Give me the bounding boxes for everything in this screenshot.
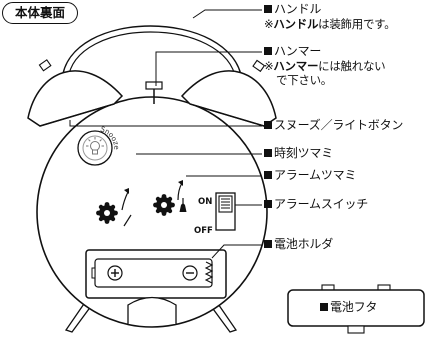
bottom-notch [127,296,177,324]
alarm-knob-label-text: アラームツマミ [274,168,357,182]
handle-note: ※ハンドルは装飾用です。 [264,17,396,32]
bell-symbol-icon [179,203,187,212]
handle-note-bold: ハンドル [273,17,319,31]
alarm-knob-label: アラームツマミ [264,168,356,183]
handle-note-prefix: ※ [264,17,274,31]
right-bell-knob [252,59,266,73]
alarm-knob-arrowhead [178,180,183,186]
bulb-icon [86,137,104,155]
left-bell [27,70,124,127]
alarm-switch-slider[interactable] [218,195,233,213]
handle-leader [192,9,262,19]
right-bell [180,70,277,127]
square-bullet-icon [264,171,272,179]
handle-arch-inner [67,31,237,81]
square-bullet-icon [264,200,272,208]
alarm-knob[interactable] [153,194,175,216]
square-bullet-icon [320,303,328,311]
switch-off-label: OFF [194,226,213,236]
hammer-leader [155,51,262,86]
time-knob-label: 時刻ツマミ [264,146,333,161]
leader-lines [69,9,262,259]
right-bell-rim [189,103,265,127]
square-bullet-icon [264,121,272,129]
time-knob[interactable] [96,202,118,224]
battery-holder-label: 電池ホルダ [264,237,333,252]
battery-cover-label: 電池フタ [320,300,377,315]
hammer-note-rest: には触れない [318,59,386,73]
handle-label: ハンドル [264,2,321,17]
handle-label-text: ハンドル [274,2,322,16]
square-bullet-icon [264,240,272,248]
alarm-switch-label: アラームスイッチ [264,197,368,212]
snooze-leader [69,120,262,127]
handle-arch [61,25,243,81]
left-bell-rim [39,103,115,127]
handle-note-rest: は装飾用です。 [318,17,396,31]
time-knob-arrowhead [124,188,129,194]
hammer-label: ハンマー [264,44,321,59]
alarm-switch-label-text: アラームスイッチ [274,197,369,211]
battery-holder-leader [211,244,262,259]
hammer-note-line2: で下さい。 [276,73,332,87]
snooze-label-text: スヌーズ／ライトボタン [274,118,404,132]
left-bell-knob [38,59,52,72]
battery-cover-latch [347,325,365,334]
switch-on-label: ON [198,197,212,207]
time-knob-label-text: 時刻ツマミ [274,146,334,160]
battery-holder-label-text: 電池ホルダ [274,237,334,251]
square-bullet-icon [264,149,272,157]
hammer-note: ※ハンマーには触れない [264,59,386,74]
snooze-label: スヌーズ／ライトボタン [264,118,403,133]
battery-spring [204,261,214,284]
hammer-note-prefix: ※ [264,59,274,73]
section-title: 本体裏面 [2,2,78,24]
battery-terminal [91,267,96,279]
hammer-label-text: ハンマー [274,44,322,58]
alarm-switch-grip [221,198,230,209]
square-bullet-icon [264,5,272,13]
battery-cover-label-text: 電池フタ [330,300,378,314]
time-knob-arrow [121,191,129,211]
square-bullet-icon [264,47,272,55]
hammer-note-bold: ハンマー [273,59,319,73]
hammer-head[interactable] [145,81,163,90]
time-knob-indicator [123,214,132,227]
